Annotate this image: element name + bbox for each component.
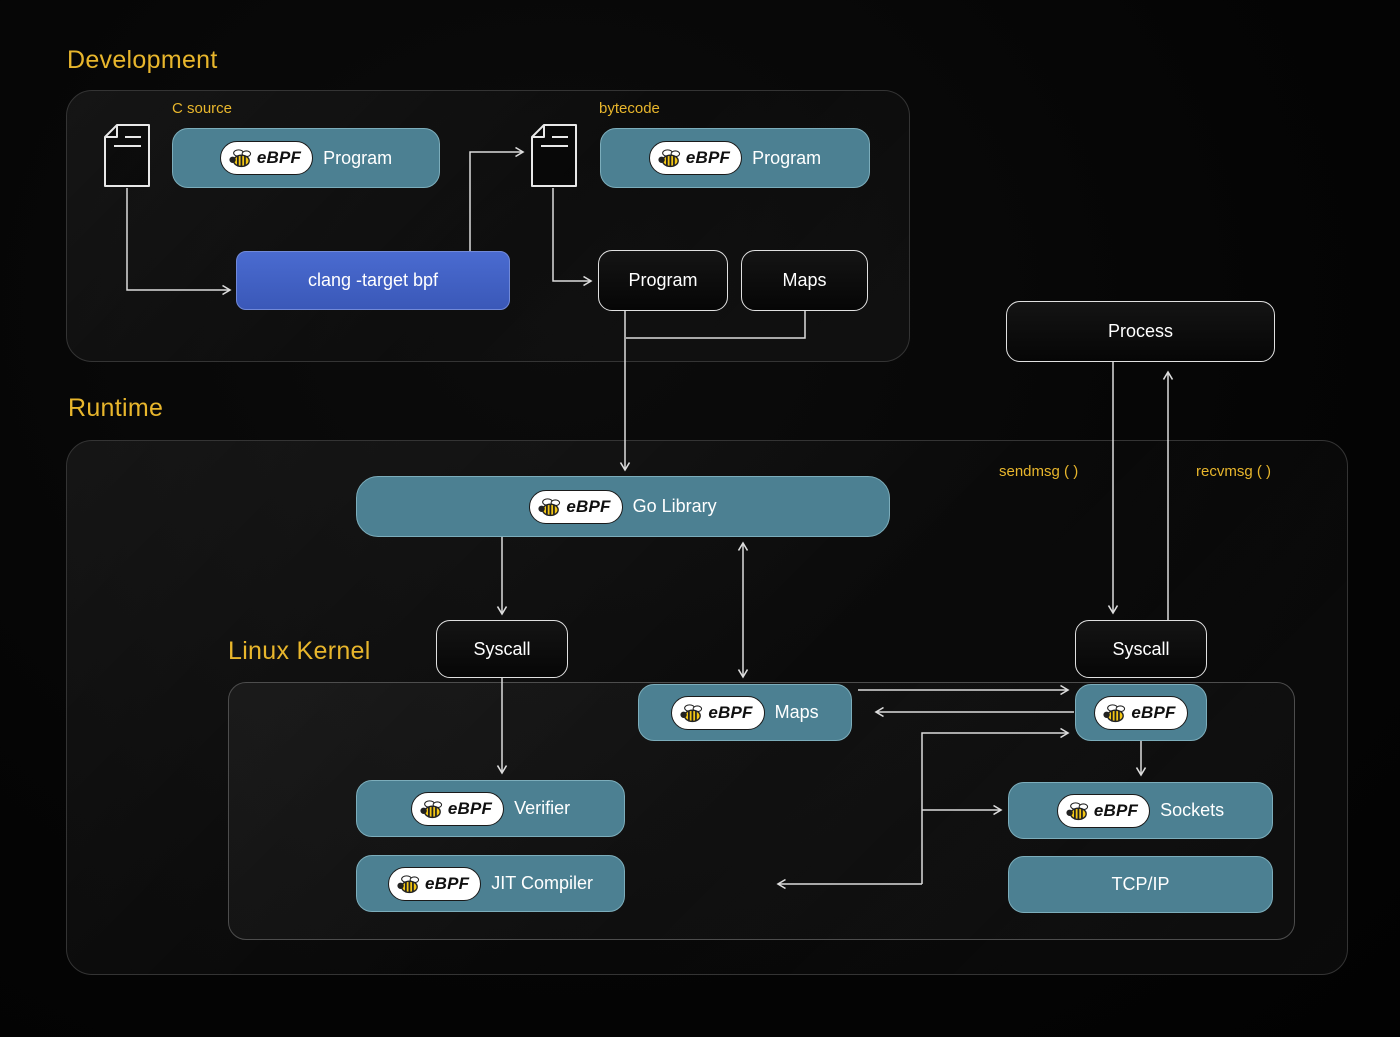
bee-icon [680,703,703,722]
jit-compiler-node: eBPF JIT Compiler [356,855,625,912]
ebpf-program-bytecode-node: eBPF Program [600,128,870,188]
node-label: Program [323,147,393,168]
runtime-heading: Runtime [68,394,164,422]
ebpf-logo: eBPF [1056,793,1151,828]
ebpf-logo: eBPF [219,141,314,175]
program-node: Program [598,250,728,311]
tcpip-node: TCP/IP [1008,856,1273,913]
clang-node: clang -target bpf [236,251,510,310]
bee-icon [1066,801,1088,820]
maps-node: Maps [741,250,868,311]
linux-kernel-heading: Linux Kernel [228,637,371,665]
bee-icon [658,149,680,168]
node-label: Go Library [632,496,717,516]
node-label: Verifier [514,798,571,818]
ebpf-logo-text: eBPF [1093,800,1139,820]
ebpf-program-source-node: eBPF Program [172,128,440,188]
ebpf-logo: eBPF [388,866,482,901]
process-node: Process [1006,301,1275,362]
sendmsg-label: sendmsg ( ) [999,463,1079,480]
ebpf-logo-text: eBPF [566,496,611,516]
recvmsg-label: recvmsg ( ) [1196,463,1271,480]
development-heading: Development [67,46,218,74]
ebpf-logo-text: eBPF [447,798,493,818]
ebpf-maps-node: eBPF Maps [638,684,852,741]
node-label: Program [752,147,822,168]
verifier-node: eBPF Verifier [356,780,625,837]
bytecode-label: bytecode [599,100,660,117]
ebpf-logo: eBPF [671,695,765,730]
c-source-label: C source [172,100,233,117]
ebpf-logo-text: eBPF [425,873,470,893]
sockets-node: eBPF Sockets [1008,782,1273,839]
ebpf-hook-node: eBPF [1075,684,1207,741]
ebpf-logo: eBPF [410,791,505,826]
node-label: JIT Compiler [491,873,593,893]
bee-icon [397,874,420,893]
node-label: Sockets [1160,800,1225,820]
bytecode-file-icon [530,124,578,192]
ebpf-logo-text: eBPF [685,148,731,167]
bee-icon [420,799,442,818]
ebpf-logo-text: eBPF [708,702,753,722]
ebpf-logo: eBPF [648,141,743,175]
bee-icon [1103,703,1126,722]
syscall-left-node: Syscall [436,620,568,678]
node-label: Maps [774,702,819,722]
ebpf-logo: eBPF [1094,695,1188,730]
ebpf-logo: eBPF [529,489,623,524]
syscall-right-node: Syscall [1075,620,1207,678]
go-library-node: eBPF Go Library [356,476,890,537]
ebpf-logo-text: eBPF [1131,702,1176,722]
ebpf-logo-text: eBPF [256,148,302,167]
bee-icon [538,497,561,516]
bee-icon [229,149,251,168]
c-source-file-icon [103,124,151,192]
